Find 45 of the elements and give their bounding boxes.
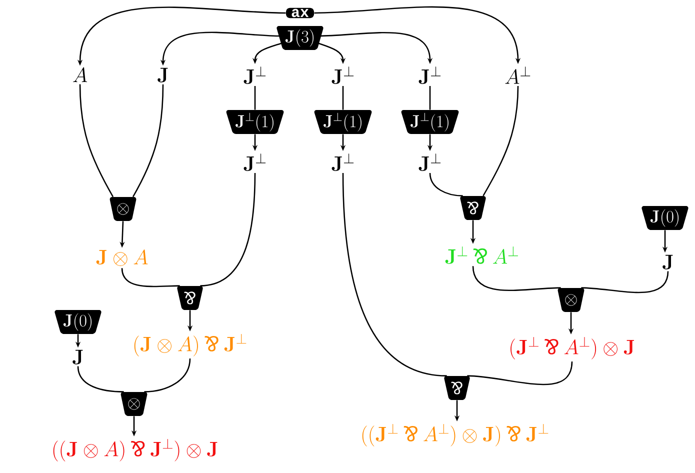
wire [254, 86, 256, 110]
formula-label: $((\mathbf{J} \otimes A) \mathbin{\rotatebox[origin=c]{180}{\&}} \mathbf{J}^\perp) \otimes \mathbf{J}$ [53, 439, 218, 462]
formula-label: $\mathbf{J} \otimes A$ [96, 249, 148, 266]
formula-label: $A^\perp$ [505, 66, 530, 84]
formula-label: $\mathbf{J}^\perp$ [418, 154, 441, 171]
rule-box: $\mathbf{J}^\perp(1)$ [401, 110, 459, 134]
rule-box: $\mathbf{J}(0)$ [54, 310, 102, 334]
wire [472, 266, 561, 291]
rule-box: $\rotatebox[origin=c]{180}{\&}$ [444, 376, 470, 400]
formula-label: $\mathbf{J}^\perp$ [244, 154, 266, 171]
wire [429, 86, 431, 110]
wire [482, 86, 519, 196]
wire [467, 361, 573, 386]
rule-box: $\mathbf{J}(0)$ [642, 206, 688, 230]
wire [429, 172, 463, 196]
formula-label: $\mathbf{J}^\perp$ [244, 66, 266, 84]
rule-box: $\mathbf{J}(3)$ [276, 26, 324, 50]
formula-label: $((\mathbf{J}^\perp \mathbin{\rotatebox[origin=c]{180}{\&}} A^\perp) \otimes \mathbf{J}) \mathbin{\rotatebox[origin=c]{180}{\&}} \mathbf{J}^\perp$ [362, 424, 548, 446]
rule-box: $\otimes$ [558, 288, 584, 312]
wire [200, 172, 256, 286]
formula-label: $\mathbf{J}^\perp \mathbin{\rotatebox[origin=c]{180}{\&}} A^\perp$ [445, 246, 518, 264]
wire [342, 86, 344, 110]
wire [581, 271, 669, 294]
wire [342, 172, 447, 376]
rule-box: $\rotatebox[origin=c]{180}{\&}$ [460, 196, 486, 220]
formula-label: $A$ [73, 67, 88, 82]
formula-label: $\mathbf{J}$ [72, 350, 83, 364]
formula-label: $\mathbf{J}^\perp$ [332, 66, 354, 84]
wire [121, 268, 180, 288]
wire [77, 366, 124, 392]
formula-label: $\mathbf{J}$ [158, 68, 168, 82]
rule-box: $\otimes$ [110, 197, 136, 221]
formula-label: $\mathbf{J}^\perp$ [332, 154, 354, 171]
axiom-box: ax [286, 8, 314, 18]
formula-label: $\mathbf{J}^\perp$ [418, 66, 441, 84]
formula-label: $(\mathbf{J} \otimes A) \mathbin{\rotatebox[origin=c]{180}{\&}} \mathbf{J}^\perp$ [134, 334, 246, 356]
rule-box: $\mathbf{J}^\perp(1)$ [226, 110, 284, 134]
formula-label: $\mathbf{J}$ [662, 254, 673, 270]
formula-label: $(\mathbf{J}^\perp \mathbin{\rotatebox[origin=c]{180}{\&}} A^\perp) \otimes \mathbf{J}$ [510, 337, 634, 360]
wire [132, 84, 164, 198]
rule-box: $\rotatebox[origin=c]{180}{\&}$ [177, 286, 203, 310]
rule-box: $\otimes$ [120, 392, 148, 416]
wire [144, 358, 191, 392]
rule-box: $\mathbf{J}^\perp(1)$ [314, 110, 372, 134]
wire [79, 84, 114, 198]
